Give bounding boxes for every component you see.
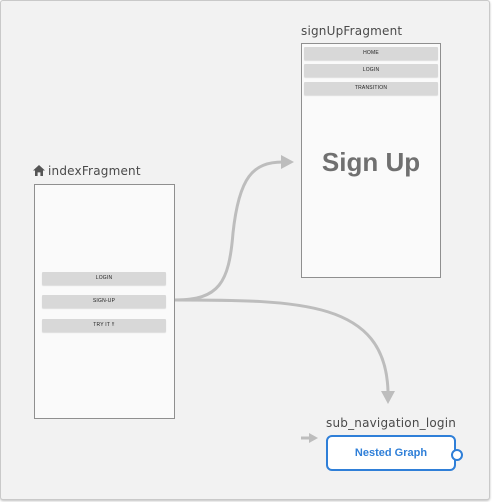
action-index-to-signup [173, 160, 285, 302]
try-it-button: TRY IT !! [42, 319, 166, 332]
action-index-to-nested [173, 298, 390, 393]
sign-up-heading: Sign Up [321, 147, 421, 177]
action-handle[interactable] [451, 449, 463, 461]
login-button: LOGIN [42, 272, 166, 285]
sign-up-button: SIGN-UP [42, 295, 166, 308]
index-fragment-label[interactable]: indexFragment [33, 164, 141, 178]
login-button: LOGIN [304, 64, 438, 77]
home-button: HOME [304, 47, 438, 60]
arrow-head-nested [381, 391, 395, 404]
index-fragment-destination[interactable]: LOGIN SIGN-UP TRY IT !! [34, 184, 175, 419]
index-fragment-title: indexFragment [48, 164, 141, 178]
nested-entry-arrow-head [309, 433, 318, 443]
sign-up-fragment-label[interactable]: signUpFragment [301, 24, 403, 38]
nested-graph-node[interactable]: Nested Graph [326, 435, 456, 471]
arrow-head-signup [281, 155, 294, 169]
home-icon [33, 165, 45, 176]
transition-button: TRANSITION [304, 82, 438, 95]
sign-up-fragment-destination[interactable]: HOME LOGIN TRANSITION Sign Up [301, 43, 441, 278]
sub-navigation-login-label[interactable]: sub_navigation_login [326, 416, 457, 430]
